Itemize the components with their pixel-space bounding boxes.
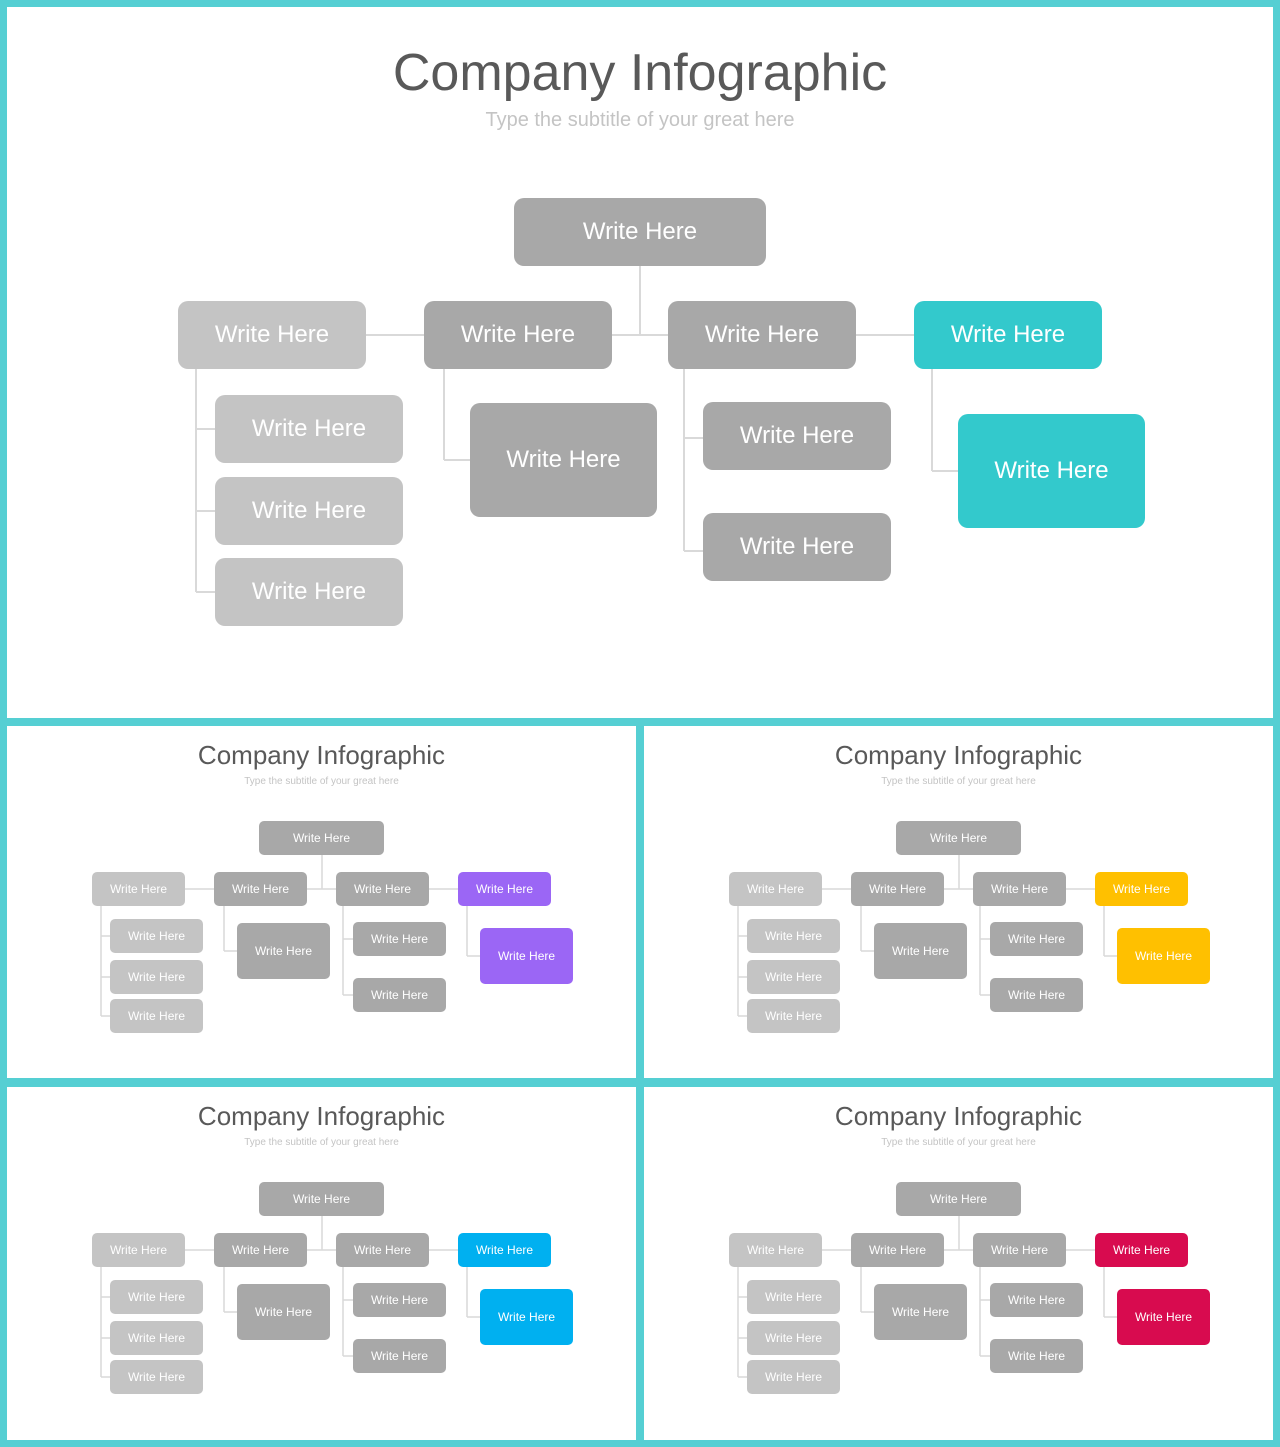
slide-subtitle: Type the subtitle of your great here <box>881 1137 1036 1148</box>
slide-title: Company Infographic <box>197 1101 446 1131</box>
org-node-branch-1-child-3: Write Here <box>110 999 203 1033</box>
org-node-root: Write Here <box>896 1182 1021 1216</box>
connector-lines <box>737 1216 1117 1378</box>
connector-lines <box>737 855 1117 1017</box>
connector-lines <box>100 1216 480 1378</box>
org-node-branch-1-child-1: Write Here <box>747 919 840 953</box>
org-node-branch-3-child-1: Write Here <box>353 922 446 956</box>
org-node-branch-4-accent: Write Here <box>914 301 1102 369</box>
org-node-branch-3: Write Here <box>668 301 856 369</box>
org-node-root: Write Here <box>514 198 766 266</box>
org-node-branch-1-child-2: Write Here <box>215 477 403 545</box>
org-node-branch-3-child-2: Write Here <box>703 513 891 581</box>
org-node-branch-4-accent: Write Here <box>1095 1233 1188 1267</box>
org-node-branch-3: Write Here <box>336 1233 429 1267</box>
org-node-branch-2: Write Here <box>851 1233 944 1267</box>
org-node-branch-4-accent: Write Here <box>458 872 551 906</box>
org-node-branch-1-child-1: Write Here <box>747 1280 840 1314</box>
org-node-branch-1: Write Here <box>92 872 185 906</box>
org-node-branch-3-child-2: Write Here <box>353 1339 446 1373</box>
slide-red-variant: Company Infographic Type the subtitle of… <box>644 1087 1273 1440</box>
org-node-branch-3: Write Here <box>973 872 1066 906</box>
org-node-branch-1-child-3: Write Here <box>747 1360 840 1394</box>
org-node-branch-3-child-1: Write Here <box>353 1283 446 1317</box>
slide-main: Company Infographic Type the subtitle of… <box>7 7 1273 718</box>
org-node-branch-3-child-2: Write Here <box>990 1339 1083 1373</box>
org-node-branch-3: Write Here <box>336 872 429 906</box>
org-node-branch-1-child-1: Write Here <box>110 1280 203 1314</box>
org-node-branch-1-child-1: Write Here <box>215 395 403 463</box>
org-node-branch-1: Write Here <box>729 872 822 906</box>
slide-title: Company Infographic <box>834 1101 1083 1131</box>
slide-subtitle: Type the subtitle of your great here <box>244 776 399 787</box>
org-node-branch-1-child-3: Write Here <box>747 999 840 1033</box>
slide-blue-variant: Company Infographic Type the subtitle of… <box>7 1087 636 1440</box>
slide-subtitle: Type the subtitle of your great here <box>485 109 795 131</box>
org-node-branch-2: Write Here <box>424 301 612 369</box>
org-node-branch-1: Write Here <box>92 1233 185 1267</box>
org-node-root: Write Here <box>896 821 1021 855</box>
org-node-branch-1-child-2: Write Here <box>110 1321 203 1355</box>
org-node-branch-1-child-3: Write Here <box>110 1360 203 1394</box>
org-node-branch-4-accent: Write Here <box>1095 872 1188 906</box>
org-node-root: Write Here <box>259 821 384 855</box>
org-node-branch-3-child-2: Write Here <box>990 978 1083 1012</box>
org-node-branch-4-accent: Write Here <box>458 1233 551 1267</box>
org-node-branch-4-child-1-accent: Write Here <box>480 928 573 984</box>
org-node-branch-2-child-1: Write Here <box>237 1284 330 1340</box>
org-node-branch-2: Write Here <box>214 1233 307 1267</box>
org-node-branch-2: Write Here <box>851 872 944 906</box>
slide-yellow-variant: Company Infographic Type the subtitle of… <box>644 726 1273 1078</box>
org-node-branch-4-child-1-accent: Write Here <box>1117 1289 1210 1345</box>
org-node-branch-1: Write Here <box>729 1233 822 1267</box>
org-node-branch-1-child-1: Write Here <box>110 919 203 953</box>
org-node-branch-3-child-2: Write Here <box>353 978 446 1012</box>
org-node-branch-1: Write Here <box>178 301 366 369</box>
slide-title: Company Infographic <box>392 44 888 102</box>
org-node-branch-1-child-2: Write Here <box>110 960 203 994</box>
org-node-branch-3: Write Here <box>973 1233 1066 1267</box>
org-node-branch-4-child-1-accent: Write Here <box>480 1289 573 1345</box>
org-node-root: Write Here <box>259 1182 384 1216</box>
org-node-branch-2: Write Here <box>214 872 307 906</box>
org-node-branch-1-child-3: Write Here <box>215 558 403 626</box>
connector-lines <box>195 266 958 593</box>
org-node-branch-2-child-1: Write Here <box>237 923 330 979</box>
org-node-branch-3-child-1: Write Here <box>990 922 1083 956</box>
org-node-branch-3-child-1: Write Here <box>703 402 891 470</box>
org-node-branch-1-child-2: Write Here <box>747 1321 840 1355</box>
org-node-branch-2-child-1: Write Here <box>874 1284 967 1340</box>
org-node-branch-4-child-1-accent: Write Here <box>1117 928 1210 984</box>
slide-subtitle: Type the subtitle of your great here <box>881 776 1036 787</box>
org-node-branch-3-child-1: Write Here <box>990 1283 1083 1317</box>
slide-purple-variant: Company Infographic Type the subtitle of… <box>7 726 636 1078</box>
org-node-branch-4-child-1-accent: Write Here <box>958 414 1145 528</box>
org-node-branch-2-child-1: Write Here <box>874 923 967 979</box>
slide-title: Company Infographic <box>197 740 446 770</box>
slide-title: Company Infographic <box>834 740 1083 770</box>
org-node-branch-1-child-2: Write Here <box>747 960 840 994</box>
slide-subtitle: Type the subtitle of your great here <box>244 1137 399 1148</box>
connector-lines <box>100 855 480 1017</box>
org-node-branch-2-child-1: Write Here <box>470 403 657 517</box>
